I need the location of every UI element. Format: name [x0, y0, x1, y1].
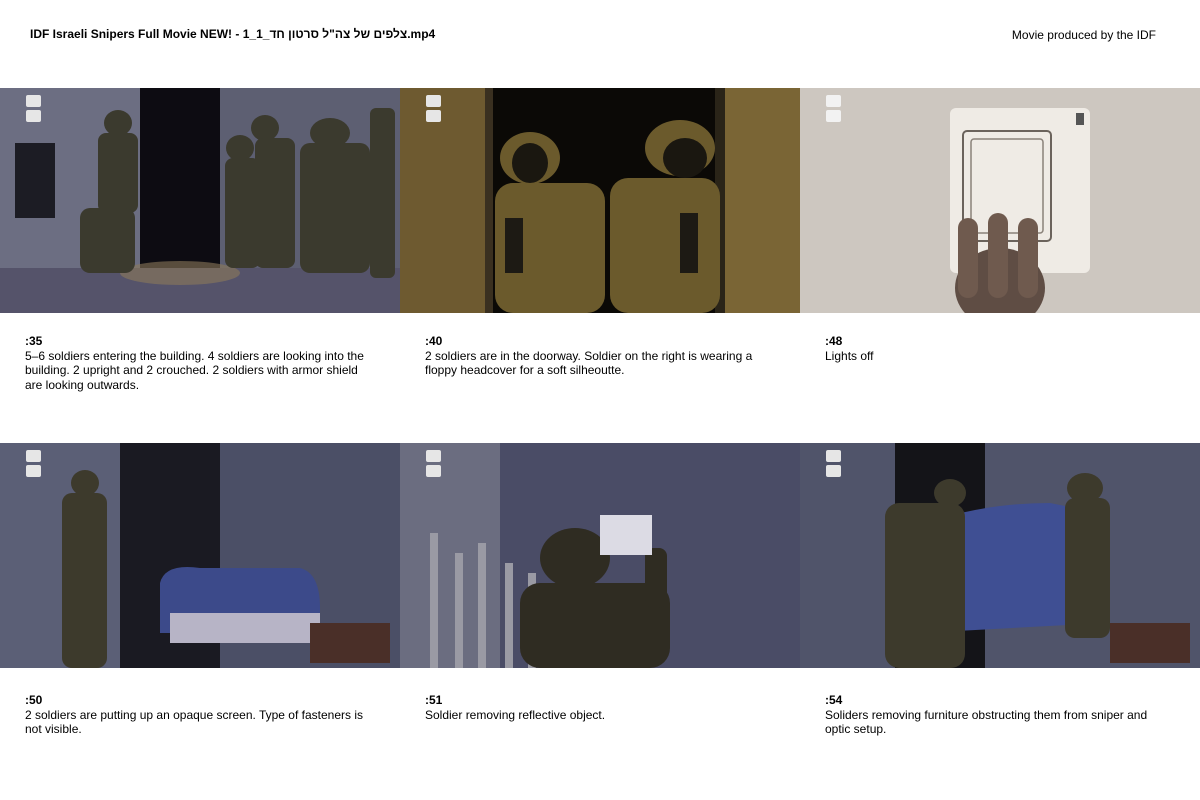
frame-timestamp: :54	[825, 693, 843, 707]
frame-caption-6: :54 Soliders removing furniture obstruct…	[825, 693, 1175, 737]
video-frame-6	[800, 443, 1200, 668]
frame-timestamp: :51	[425, 693, 443, 707]
video-title: IDF Israeli Snipers Full Movie NEW! - צל…	[30, 27, 436, 41]
frame-timestamp: :48	[825, 334, 843, 348]
frame-caption-4: :50 2 soldiers are putting up an opaque …	[25, 693, 375, 737]
frame-timestamp: :35	[25, 334, 43, 348]
tv-channel-logo-icon	[426, 450, 441, 477]
frame-caption-2: :40 2 soldiers are in the doorway. Soldi…	[425, 334, 775, 378]
frame-still-reflective-object	[400, 443, 800, 668]
frame-caption-3: :48 Lights off	[825, 334, 1175, 363]
tv-channel-logo-icon	[426, 95, 441, 122]
video-frame-1	[0, 88, 400, 313]
frame-description: 2 soldiers are putting up an opaque scre…	[25, 707, 363, 737]
frame-description: 5–6 soldiers entering the building. 4 so…	[25, 348, 364, 392]
video-frame-3	[800, 88, 1200, 313]
frame-description: Soliders removing furniture obstructing …	[825, 707, 1148, 737]
tv-channel-logo-icon	[26, 450, 41, 477]
frame-caption-5: :51 Soldier removing reflective object.	[425, 693, 775, 722]
video-frame-2	[400, 88, 800, 313]
tv-channel-logo-icon	[826, 450, 841, 477]
frame-still-soldiers-in-doorway	[400, 88, 800, 313]
frame-still-soldiers-entering-building	[0, 88, 400, 313]
frame-still-removing-furniture	[800, 443, 1200, 668]
frame-timestamp: :50	[25, 693, 43, 707]
frame-caption-1: :35 5–6 soldiers entering the building. …	[25, 334, 375, 392]
frame-still-opaque-screen	[0, 443, 400, 668]
frame-still-light-switch	[800, 88, 1200, 313]
video-frame-4	[0, 443, 400, 668]
tv-channel-logo-icon	[826, 95, 841, 122]
frame-description: 2 soldiers are in the doorway. Soldier o…	[425, 348, 753, 378]
frame-description: Lights off	[825, 348, 874, 363]
video-frame-5	[400, 443, 800, 668]
frame-timestamp: :40	[425, 334, 443, 348]
producer-credit: Movie produced by the IDF	[1011, 28, 1156, 42]
frame-description: Soldier removing reflective object.	[425, 707, 606, 722]
tv-channel-logo-icon	[26, 95, 41, 122]
